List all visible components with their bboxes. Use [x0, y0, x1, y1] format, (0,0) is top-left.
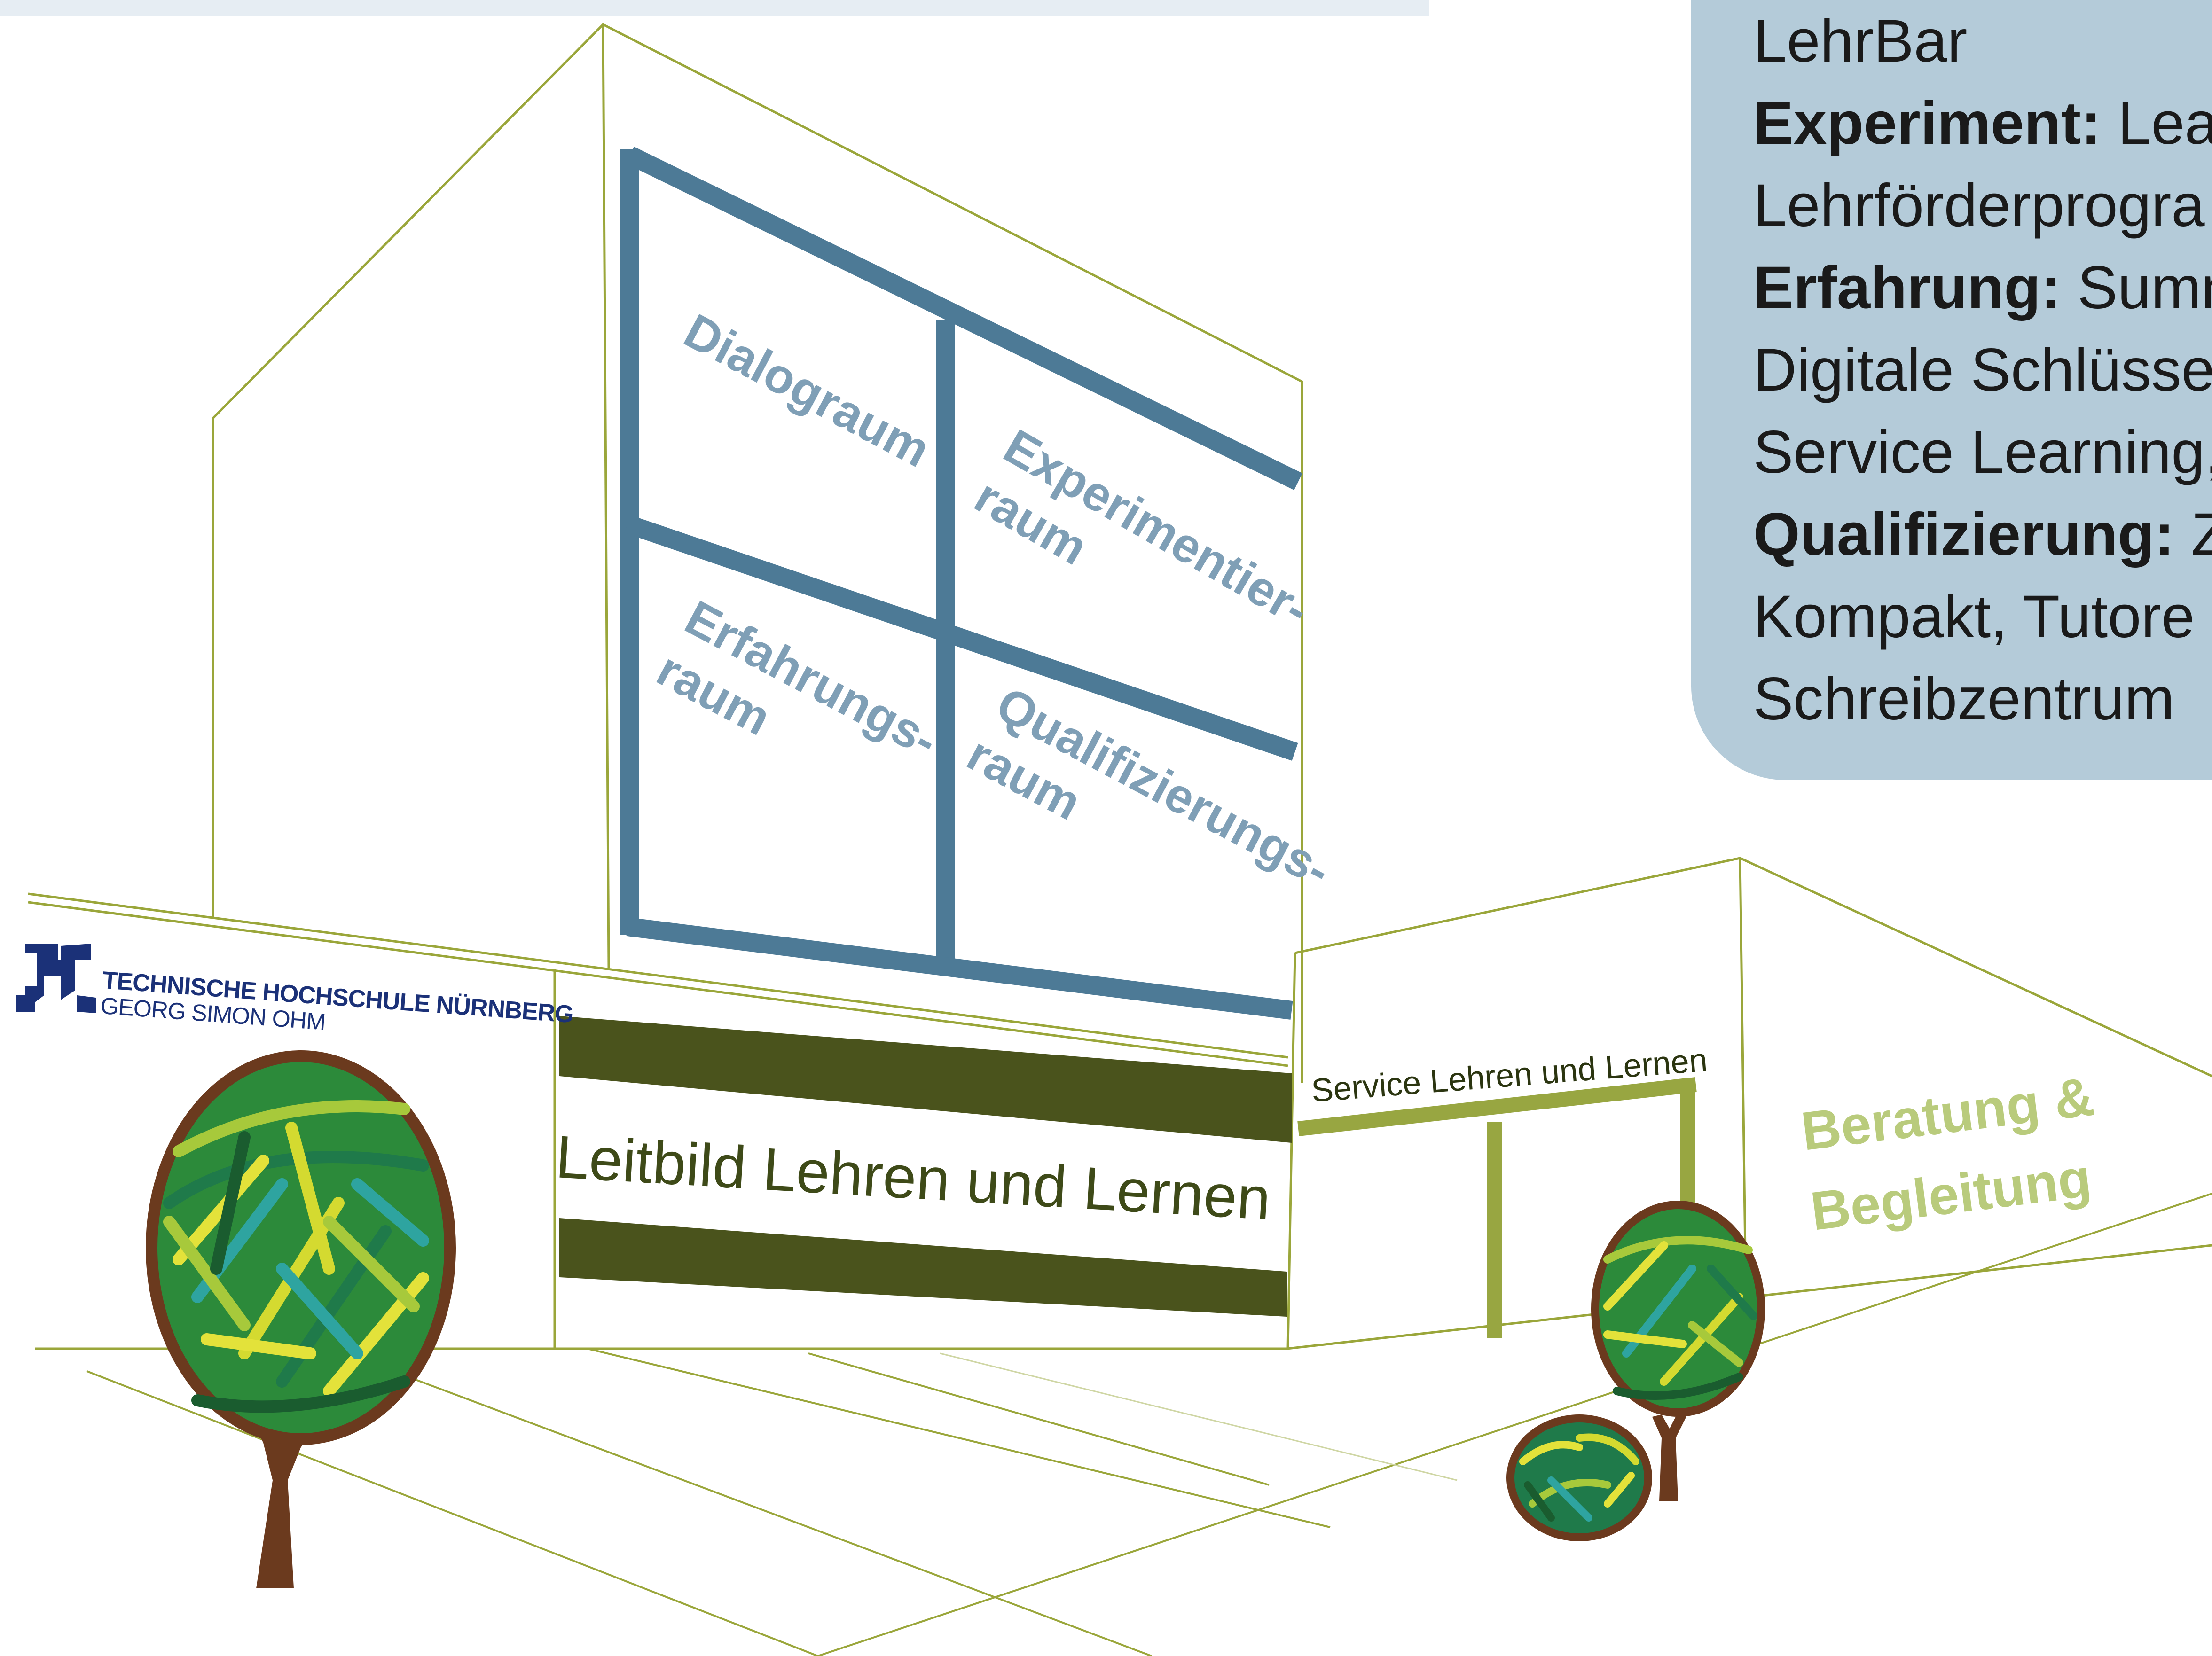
- info-line: Erfahrung: Summ: [1753, 254, 2212, 321]
- info-line: Experiment: Lear: [1753, 90, 2212, 157]
- window-frame: [620, 147, 1302, 1020]
- banner-bar-top: [559, 1016, 1292, 1143]
- tree-left: [146, 1050, 456, 1588]
- beratung-line2: Begleitung: [1807, 1147, 2094, 1242]
- info-panel: LehrBar Experiment: Lear Lehrförderprogr…: [1691, 0, 2212, 780]
- info-line: Schreibzentrum: [1753, 665, 2175, 733]
- beratung-line1: Beratung &: [1798, 1066, 2097, 1162]
- info-line: Qualifizierung: Z: [1753, 501, 2212, 568]
- ground-lines: [86, 1193, 2212, 1656]
- top-strip: [0, 0, 1429, 16]
- info-text: LehrBar Experiment: Lear Lehrförderprogr…: [1753, 0, 2212, 740]
- info-line: Digitale Schlüsse: [1753, 336, 2212, 404]
- banner-text: Leitbild Lehren und Lernen: [554, 1123, 1272, 1233]
- bush: [1506, 1414, 1652, 1541]
- label-dialograum: Dialograum: [675, 304, 939, 478]
- tree-right: [1591, 1201, 1765, 1501]
- banner-bar-bottom: [559, 1218, 1287, 1317]
- ground-lines-light: [940, 1352, 1458, 1481]
- window-labels: Dialograum Experimentier- raum Erfahrung…: [648, 304, 1339, 898]
- tower-outline: [212, 23, 1303, 1083]
- info-line: Lehrförderprogra: [1753, 172, 2205, 239]
- banner: Leitbild Lehren und Lernen: [554, 1016, 1292, 1317]
- thn-logo-icon: [16, 944, 96, 1013]
- info-line: Service Learning,: [1753, 419, 2212, 486]
- info-line: Kompakt, Tutore: [1753, 583, 2195, 650]
- info-line: LehrBar: [1753, 8, 1968, 75]
